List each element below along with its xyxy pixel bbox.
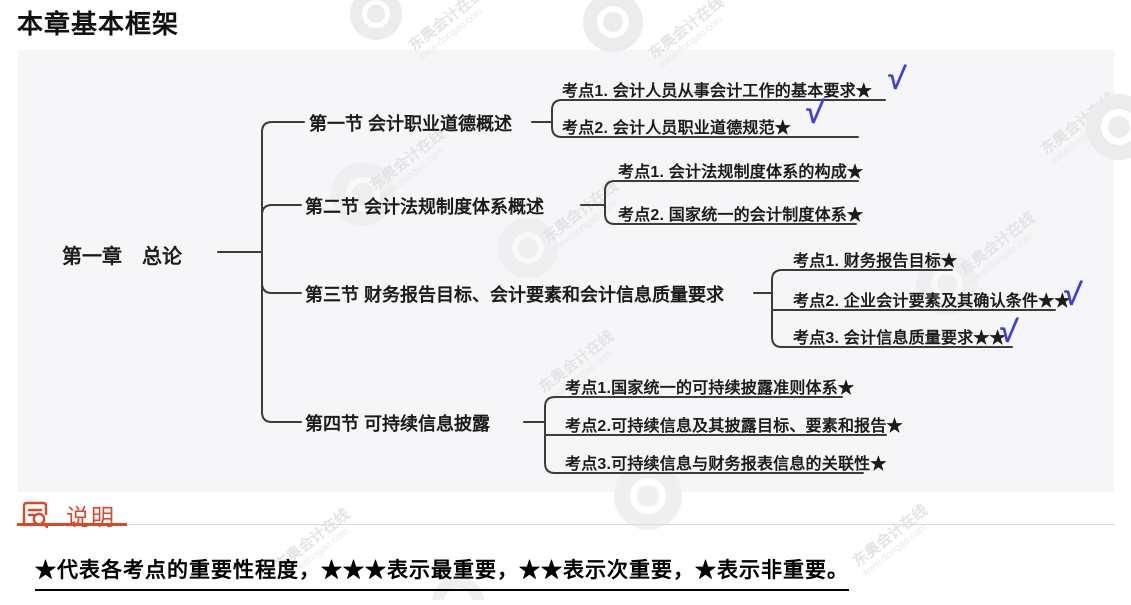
section-node-3: 第三节 财务报告目标、会计要素和会计信息质量要求 [305, 285, 724, 305]
section-node-1: 第一节 会计职业道德概述 [309, 114, 512, 134]
checkmark-icon: √ [998, 312, 1020, 350]
page-title: 本章基本框架 [17, 10, 180, 39]
note-header: 说明 [20, 498, 116, 532]
topic-node: 考点3.可持续信息与财务报表信息的关联性★ [565, 456, 887, 473]
topic-node: 考点2. 会计人员职业道德规范★ [562, 120, 791, 137]
topic-node: 考点1. 会计法规制度体系的构成★ [618, 164, 864, 181]
section-node-2: 第二节 会计法规制度体系概述 [305, 197, 544, 217]
note-divider-accent [17, 523, 127, 526]
note-text: ★代表各考点的重要性程度，★★★表示最重要，★★表示次重要，★表示非重要。 [35, 554, 849, 591]
topic-node: 考点1.国家统一的可持续披露准则体系★ [565, 380, 855, 397]
dongao-logo-icon [350, 0, 404, 40]
topic-node: 考点2. 国家统一的会计制度体系★ [618, 207, 864, 224]
note-divider [17, 523, 1115, 526]
note-divider-gray [127, 524, 1115, 525]
topic-node: 考点1. 会计人员从事会计工作的基本要求★ [562, 83, 872, 100]
root-node-chapter: 第一章 总论 [62, 246, 182, 268]
topic-node: 考点3. 会计信息质量要求★★ [793, 330, 1006, 347]
section-node-4: 第四节 可持续信息披露 [305, 414, 490, 434]
topic-node: 考点2. 企业会计要素及其确认条件★★ [793, 293, 1071, 310]
checkmark-icon: √ [886, 59, 908, 97]
checkmark-icon: √ [1062, 275, 1084, 313]
checkmark-icon: √ [804, 93, 826, 131]
topic-node: 考点2.可持续信息及其披露目标、要素和报告★ [565, 418, 903, 435]
topic-node: 考点1. 财务报告目标★ [793, 253, 958, 270]
note-title: 说明 [66, 505, 116, 530]
